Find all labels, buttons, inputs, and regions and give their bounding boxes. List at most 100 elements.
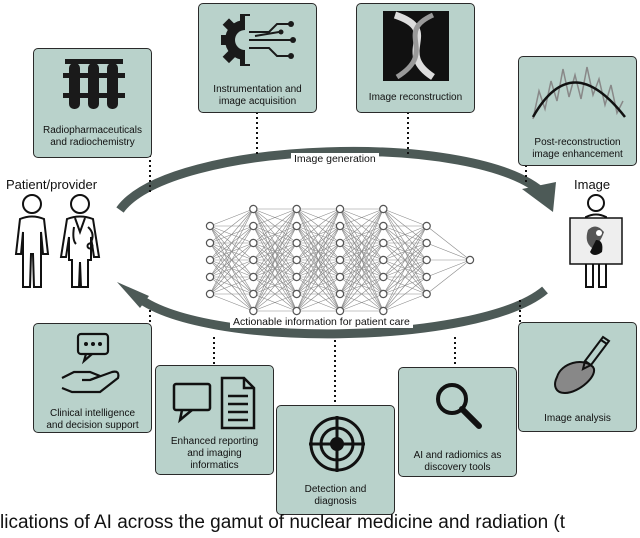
network-node [379, 238, 388, 248]
image-generation-label: Image generation [291, 153, 379, 165]
network-node [422, 272, 431, 282]
network-edge [426, 259, 471, 295]
network-edge [296, 208, 341, 312]
network-node [422, 289, 431, 299]
network-edge [339, 276, 384, 312]
network-node [422, 221, 431, 231]
network-edge [296, 293, 341, 312]
magnifier-icon [436, 383, 482, 429]
network-edge [339, 225, 384, 312]
network-node [249, 272, 258, 282]
network-edge [296, 208, 341, 278]
network-node [292, 238, 301, 248]
network-node [249, 306, 258, 316]
network-edge [383, 276, 427, 312]
network-node [205, 289, 215, 299]
network-node [205, 221, 215, 231]
image-generation-arrowhead [522, 182, 556, 212]
patient-provider-icon [14, 194, 101, 288]
smoothed-curve-icon [531, 66, 626, 120]
network-node [379, 255, 388, 265]
hand-chat-icon [61, 332, 120, 394]
network-edge [339, 208, 384, 227]
box-radiopharmaceuticals: Radiopharmaceuticals and radiochemistry [33, 48, 152, 158]
network-edge [209, 208, 254, 278]
network-node [292, 289, 301, 299]
network-edge [296, 259, 341, 312]
figure-caption: lications of AI across the gamut of nucl… [0, 512, 566, 533]
box-enhanced-reporting: Enhanced reporting and imaging informati… [155, 365, 274, 475]
network-edge [383, 208, 427, 227]
network-edge [209, 276, 254, 295]
network-node [335, 204, 345, 214]
network-edge [253, 208, 297, 295]
network-node [205, 238, 215, 248]
test-tubes-icon [63, 59, 125, 109]
box-ai-radiomics-label: AI and radiomics as discovery tools [413, 450, 502, 473]
box-instrumentation: Instrumentation and image acquisition [198, 3, 317, 113]
network-edge [339, 293, 384, 312]
box-detection-label: Detection and diagnosis [304, 484, 367, 507]
network-node [292, 221, 301, 231]
network-edge [383, 242, 427, 312]
network-node [249, 238, 258, 248]
network-node [292, 255, 301, 265]
network-node [379, 289, 388, 299]
network-edge [209, 208, 254, 227]
image-patient-icon [569, 194, 623, 288]
network-node [379, 221, 388, 231]
network-edge [339, 208, 384, 261]
crosshair-target-icon [309, 416, 365, 472]
box-radiopharmaceuticals-label: Radiopharmaceuticals and radiochemistry [43, 125, 142, 148]
network-edge [296, 276, 341, 312]
network-edge [296, 225, 341, 312]
network-edge [296, 208, 341, 261]
network-edge [253, 208, 297, 227]
box-post-reconstruction: Post-reconstruction image enhancement [518, 56, 637, 166]
neural-network [205, 204, 475, 316]
network-node [249, 289, 258, 299]
box-image-analysis: Image analysis [518, 322, 637, 432]
network-node [335, 255, 345, 265]
network-node [249, 204, 258, 214]
network-edge [426, 242, 471, 261]
network-edge [339, 208, 384, 295]
network-edge [383, 225, 427, 312]
network-edge [253, 208, 297, 312]
network-edge [383, 225, 427, 244]
network-node [335, 289, 345, 299]
actionable-info-arrowhead [117, 282, 149, 308]
image-label: Image [574, 177, 611, 192]
network-edge [426, 225, 471, 261]
actionable-info-label: Actionable information for patient care [230, 316, 413, 328]
box-enhanced-reporting-label: Enhanced reporting and imaging informati… [170, 436, 259, 471]
network-edge [253, 208, 297, 278]
network-node [379, 272, 388, 282]
network-edge [209, 208, 254, 261]
network-node [205, 272, 215, 282]
network-node [205, 255, 215, 265]
network-edge [209, 293, 254, 312]
image-generation-arrow [116, 147, 549, 213]
box-instrumentation-label: Instrumentation and image acquisition [213, 84, 302, 107]
network-edge [296, 208, 341, 227]
network-node [292, 306, 301, 316]
network-edge [339, 208, 384, 312]
network-edge [339, 242, 384, 312]
network-edge [209, 225, 254, 295]
report-speech-icon [172, 376, 256, 430]
box-clinical-intelligence: Clinical intelligence and decision suppo… [33, 323, 152, 433]
network-edge [209, 208, 254, 295]
actionable-info-arrow [132, 286, 548, 339]
network-edge [383, 259, 427, 312]
box-clinical-intelligence-label: Clinical intelligence and decision suppo… [46, 408, 139, 431]
network-edge [253, 208, 297, 244]
patient-provider-label: Patient/provider [6, 177, 98, 192]
network-edge [253, 242, 297, 312]
network-node [335, 238, 345, 248]
network-edge [426, 259, 471, 278]
network-edge [253, 208, 297, 261]
network-edge [253, 293, 297, 312]
